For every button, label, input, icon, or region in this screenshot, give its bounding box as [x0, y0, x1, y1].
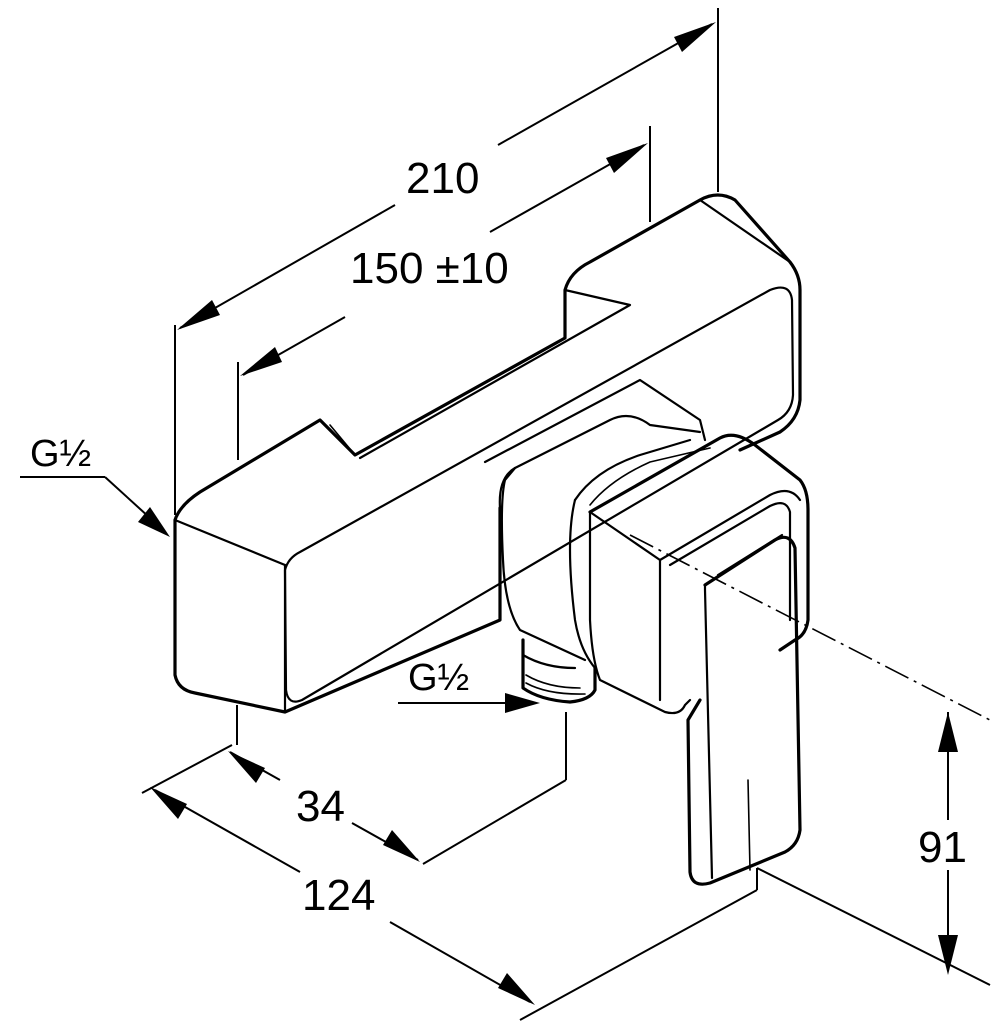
thread-label-outlet: G½ [408, 657, 469, 699]
lever-handle [588, 433, 810, 886]
dim-label-124: 124 [302, 871, 375, 920]
thread-label-left: G½ [30, 433, 91, 475]
dimension-150: 150 ±10 [237, 126, 651, 460]
thread-callout-left: G½ [20, 433, 170, 537]
dim-label-91: 91 [918, 823, 967, 872]
dim-label-210: 210 [406, 154, 479, 203]
mixer-body [173, 193, 802, 714]
dim-label-34: 34 [296, 782, 345, 831]
axis-line [629, 534, 991, 721]
dimension-91: 91 [756, 712, 991, 986]
dimension-34: 34 [141, 705, 567, 865]
dim-label-150: 150 ±10 [350, 244, 509, 293]
thread-callout-outlet: G½ [398, 657, 540, 713]
dimension-124: 124 [150, 787, 758, 1021]
dimension-210: 210 [174, 8, 719, 515]
